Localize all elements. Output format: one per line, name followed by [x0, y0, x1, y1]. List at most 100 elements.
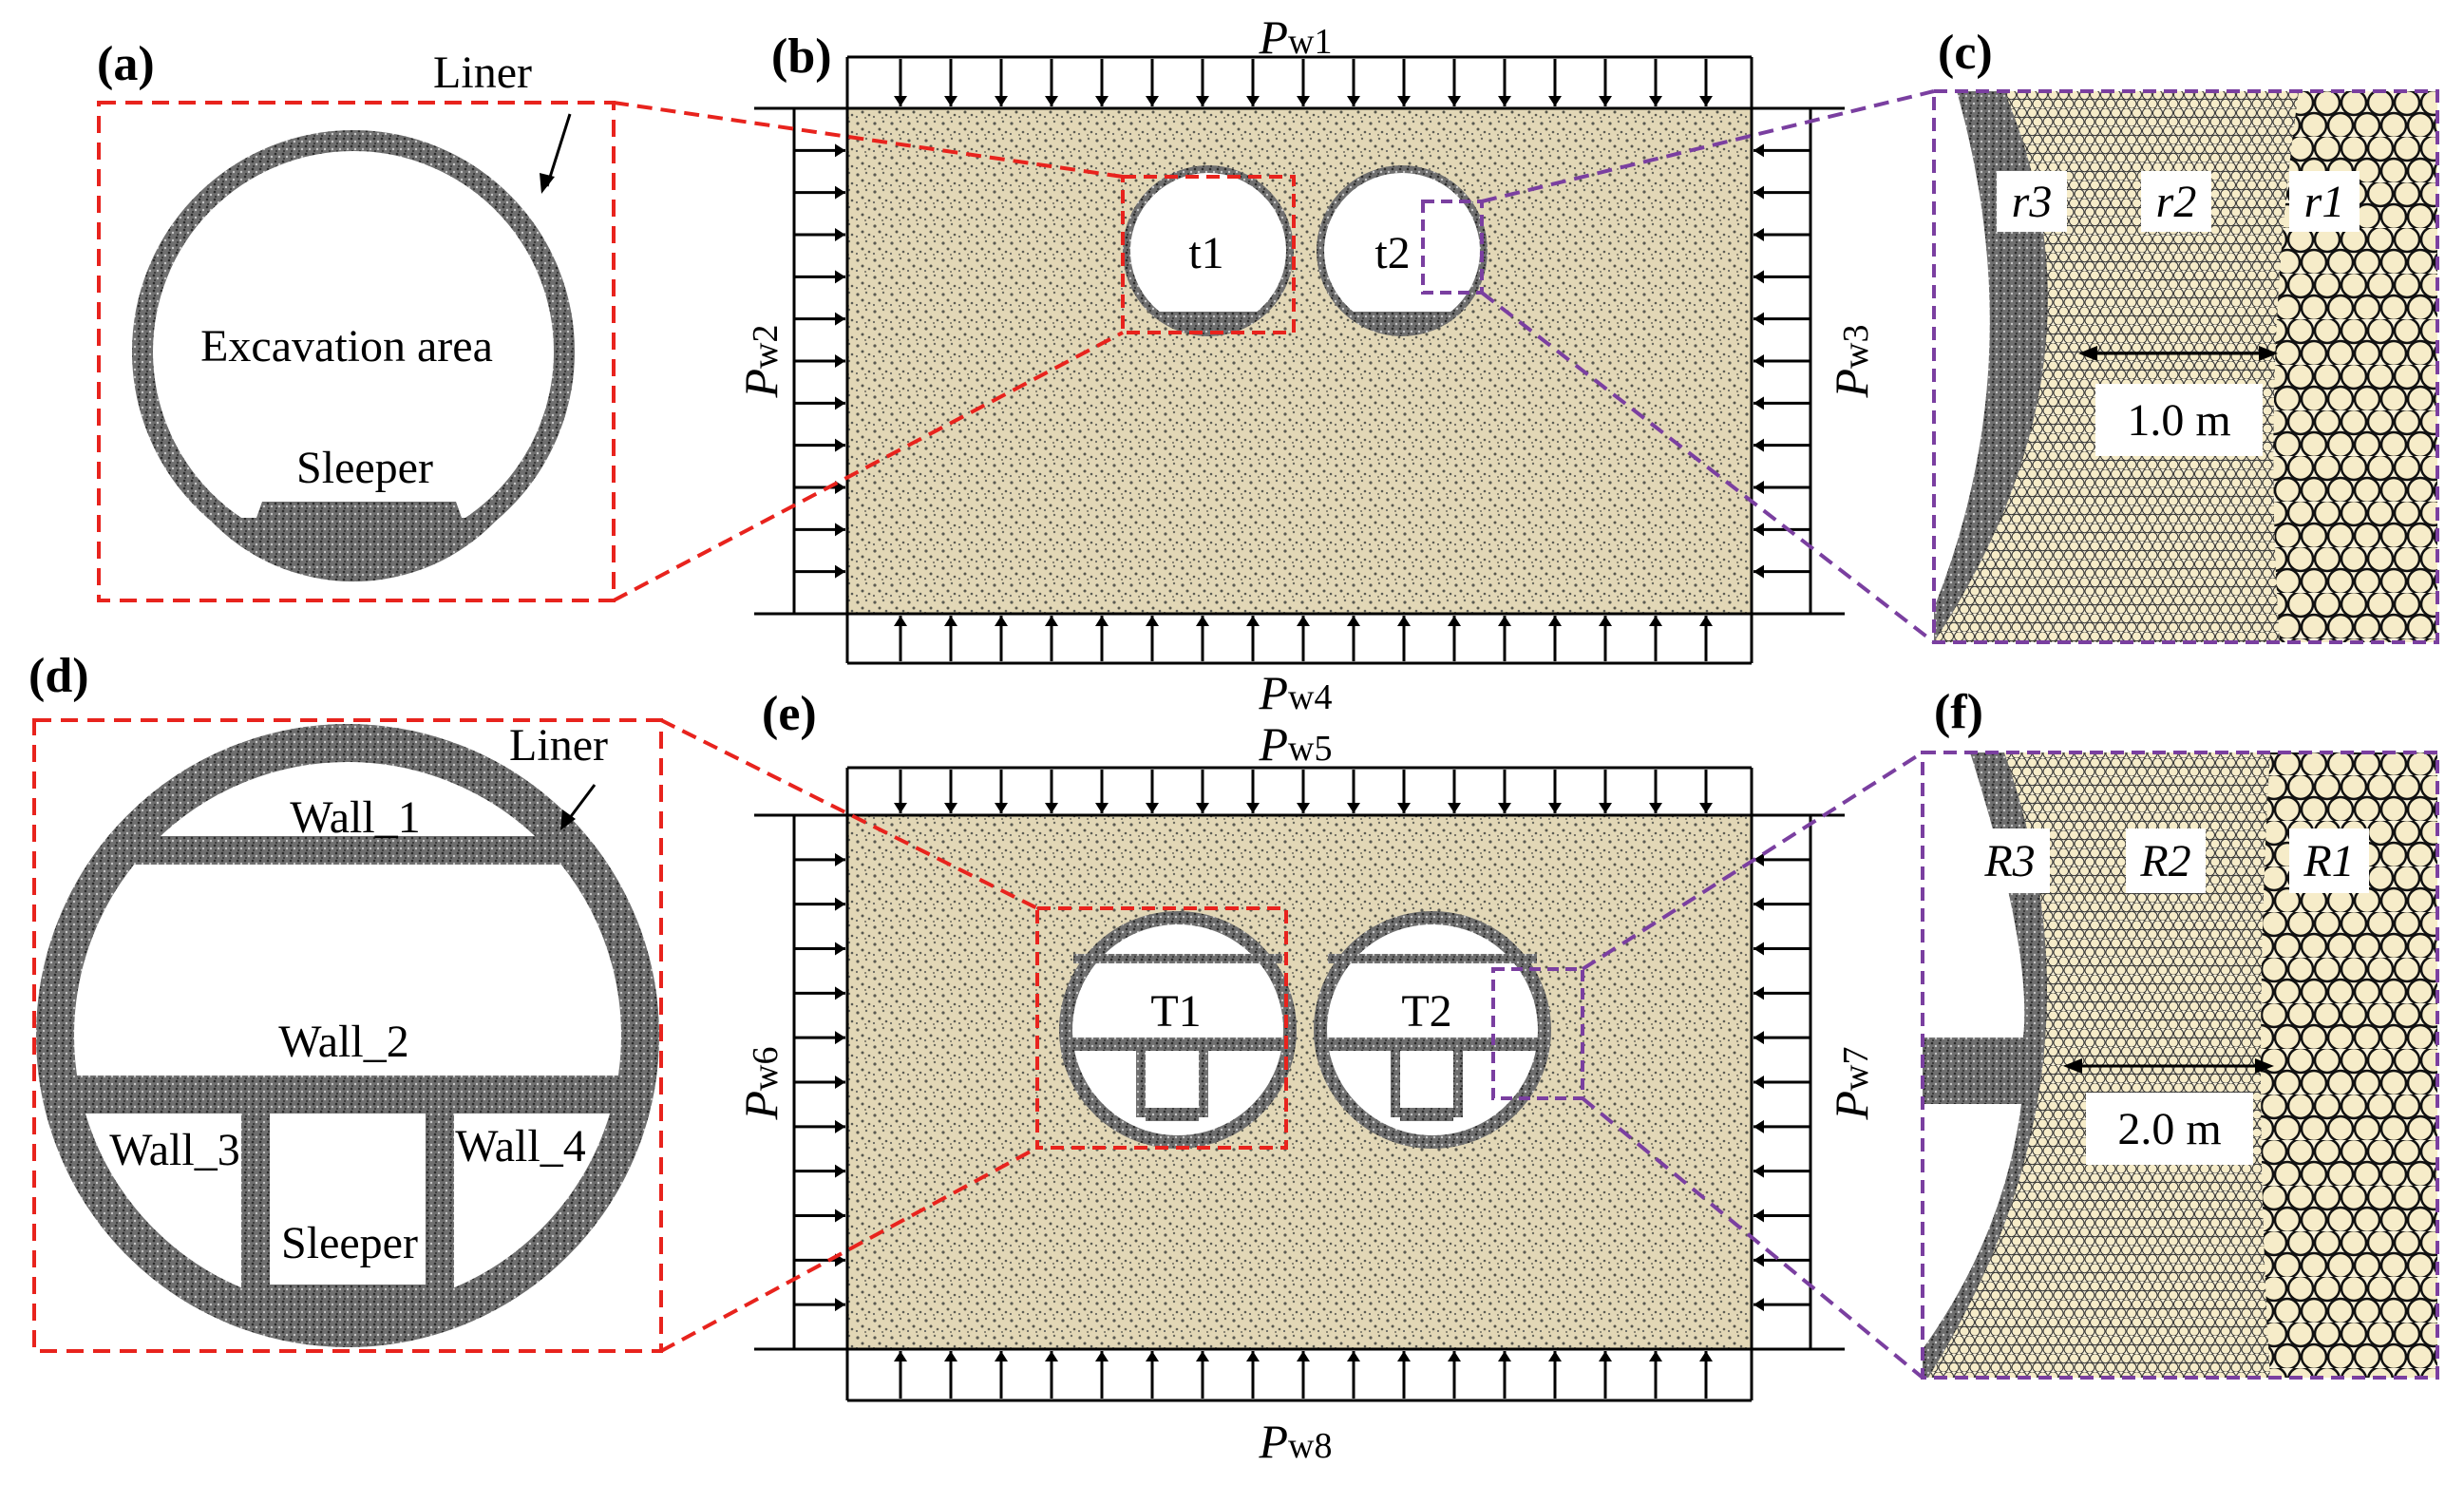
pressure-pw1: Pw1 — [1259, 10, 1333, 64]
tunnel-t2-label: t2 — [1374, 228, 1410, 278]
arrow-left-head — [1753, 942, 1764, 956]
arrow-up-head — [995, 616, 1008, 626]
liner-pointer-a — [545, 113, 572, 187]
arrow-up-head — [1649, 1351, 1662, 1361]
tunnel-T1-sleeper — [1146, 1108, 1199, 1121]
arrow-down-head — [1498, 803, 1511, 813]
pressure-arrows-e — [794, 770, 1810, 1399]
arrow-right-head — [835, 228, 845, 241]
tunnel-T2-wall-3 — [1391, 1051, 1400, 1117]
arrow-right-head — [835, 1031, 845, 1045]
arrow-right-head — [835, 1164, 845, 1178]
arrow-down-head — [1649, 803, 1662, 813]
arrow-left-head — [1753, 1076, 1764, 1089]
arrow-up-head — [1297, 616, 1310, 626]
wall-4-label: Wall_4 — [455, 1121, 585, 1171]
tunnel-T1-wall-4 — [1199, 1051, 1208, 1117]
tunnel-void-lower-f — [1923, 1104, 2021, 1349]
arrow-up-head — [944, 616, 957, 626]
arrow-up-head — [944, 1351, 957, 1361]
distance-box-c — [2095, 384, 2263, 456]
soil-domain-e — [845, 813, 1753, 1351]
arrow-down-head — [1297, 96, 1310, 106]
region-R2-box — [2126, 828, 2206, 893]
connectors-a-b — [613, 101, 1124, 602]
zoom-box-f — [1921, 751, 2439, 1380]
tunnel-T2-wall-4 — [1453, 1051, 1463, 1117]
arrow-up-head — [1196, 1351, 1209, 1361]
panel-e: (e) T1 T — [734, 687, 1878, 1468]
region-r1-box — [2289, 171, 2360, 232]
arrow-down-head — [1045, 803, 1058, 813]
arrow-up-head — [1498, 1351, 1511, 1361]
arrow-up-head — [1599, 616, 1612, 626]
arrow-down-head — [1548, 96, 1562, 106]
arrow-left-head — [1753, 1298, 1764, 1312]
arrow-up-head — [1548, 616, 1562, 626]
tunnel-T2 — [1314, 911, 1551, 1149]
zoom-box-b-purple — [1421, 200, 1484, 295]
arrow-left-head — [1753, 270, 1764, 284]
arrow-up-head — [1246, 1351, 1260, 1361]
arrow-down-head — [1196, 96, 1209, 106]
arrow-left-head — [1753, 185, 1764, 200]
arrow-down-head — [894, 96, 907, 106]
zoom-box-b-red — [1121, 175, 1296, 334]
arrow-down-head — [944, 803, 957, 813]
arrow-left-head — [1753, 481, 1764, 494]
arrow-down-head — [1498, 96, 1511, 106]
wall-2 — [65, 1076, 631, 1114]
wall-1-label: Wall_1 — [290, 792, 420, 843]
arrow-up-head — [1397, 616, 1411, 626]
arrow-right-head — [835, 1076, 845, 1089]
arrow-down-head — [1246, 96, 1260, 106]
tunnel-t1-sleeper — [1151, 312, 1265, 335]
arrow-up-head — [1146, 1351, 1159, 1361]
arrow-up-head — [1146, 616, 1159, 626]
excavation-label: Excavation area — [200, 321, 493, 371]
arrow-left-head — [1753, 438, 1764, 452]
arrow-down-head — [1448, 803, 1461, 813]
arrow-down-head — [1146, 96, 1159, 106]
arrow-right-head — [835, 396, 845, 410]
arrow-down-head — [1146, 803, 1159, 813]
pressure-pw5: Pw5 — [1259, 717, 1333, 771]
arrow-left-head — [1753, 396, 1764, 410]
wall-3 — [241, 1114, 270, 1285]
dim-arrow-left-c — [2078, 346, 2097, 361]
tunnel-T1 — [1059, 911, 1297, 1149]
connectors-e-f — [1581, 751, 1924, 1380]
tunnel-T2-sleeper — [1400, 1108, 1453, 1121]
panel-a: (a) Liner Excavation area Sleeper — [97, 37, 616, 602]
arrow-down-head — [1649, 96, 1662, 106]
arrow-down-head — [1599, 803, 1612, 813]
arrow-down-head — [1246, 803, 1260, 813]
region-r2-label: r2 — [2156, 177, 2197, 227]
arrow-right-head — [835, 942, 845, 956]
arrow-up-head — [1095, 1351, 1109, 1361]
arrow-right-head — [835, 897, 845, 911]
arrow-right-head — [835, 852, 845, 866]
zoom-box-e-red — [1035, 906, 1288, 1150]
tunnel-T1-wall-2 — [1068, 1038, 1288, 1051]
arrow-down-head — [1699, 803, 1713, 813]
panel-b: (b) t1 t2 Pw1 Pw2 Pw3 Pw4 — [734, 10, 1878, 719]
sleeper-d — [241, 1285, 454, 1323]
arrow-up-head — [1448, 616, 1461, 626]
tunnel-t1-label: t1 — [1188, 228, 1223, 278]
liner-label-d: Liner — [509, 720, 608, 771]
distance-label-f: 2.0 m — [2117, 1104, 2221, 1154]
arrow-up-head — [1347, 1351, 1360, 1361]
arrow-down-head — [1347, 803, 1360, 813]
arrow-right-head — [835, 986, 845, 1000]
arrow-up-head — [894, 1351, 907, 1361]
pressure-pw3: Pw3 — [1825, 325, 1878, 399]
wall-1 — [114, 836, 579, 865]
panel-f: (f) R3 R2 R1 2.0 m — [1921, 685, 2439, 1380]
dim-arrow-left-f — [2063, 1058, 2082, 1074]
pressure-pw2: Pw2 — [734, 325, 787, 399]
region-R2-label: R2 — [2139, 836, 2190, 886]
arrow-left-head — [1753, 852, 1764, 866]
region-r1-label: r1 — [2304, 177, 2345, 227]
arrow-left-head — [1753, 897, 1764, 911]
